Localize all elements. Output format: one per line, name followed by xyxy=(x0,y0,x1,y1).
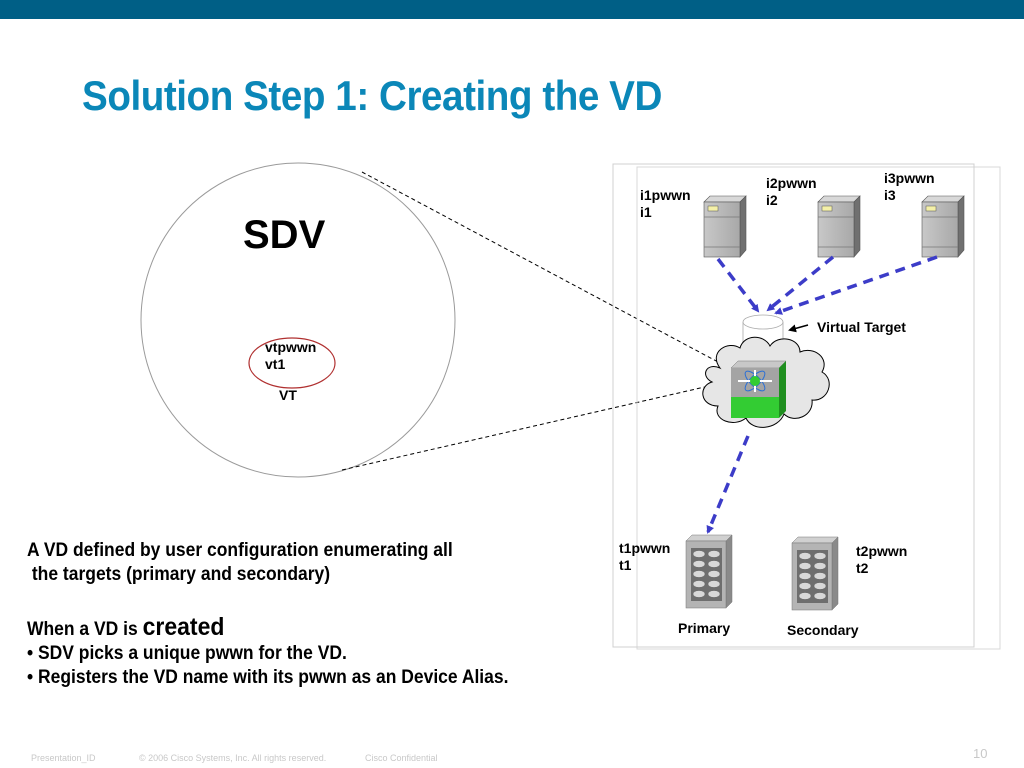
body-text: A VD defined by user configuration enume… xyxy=(27,539,508,690)
body-line-3-emphasis: created xyxy=(142,613,225,641)
fabric-frame-front xyxy=(612,163,975,648)
body-line-2: the targets (primary and secondary) xyxy=(27,564,331,585)
page-number: 10 xyxy=(973,746,988,761)
body-line-1: A VD defined by user configuration enume… xyxy=(27,540,453,561)
target-t1-id: t1 xyxy=(619,557,632,573)
target-t2-id: t2 xyxy=(856,560,869,576)
zoom-line-bottom xyxy=(341,377,745,471)
virtual-target-arrow xyxy=(788,324,809,333)
link-vt-primary xyxy=(706,435,750,534)
target-t1-pwwn: t1pwwn xyxy=(619,540,671,556)
link-i2-vt xyxy=(766,255,835,312)
initiator-i2-id: i2 xyxy=(766,192,778,208)
link-i1-vt xyxy=(716,257,760,313)
vt-label: VT xyxy=(279,387,297,403)
initiator-i3-pwwn: i3pwwn xyxy=(884,170,935,186)
link-i3-vt xyxy=(774,255,938,315)
zoom-line-top xyxy=(361,171,749,379)
footer-presentation-id: Presentation_ID xyxy=(31,753,96,763)
initiator-i1-pwwn: i1pwwn xyxy=(640,187,691,203)
body-line-3-prefix: When a VD is xyxy=(27,619,143,640)
target-t2-pwwn: t2pwwn xyxy=(856,543,908,559)
mds-switch-icon xyxy=(730,360,787,418)
bullet-1: • SDV picks a unique pwwn for the VD. xyxy=(27,643,347,664)
vt-id-label: vt1 xyxy=(265,356,286,372)
virtual-target-label: Virtual Target xyxy=(817,319,906,335)
footer-copyright: © 2006 Cisco Systems, Inc. All rights re… xyxy=(139,753,327,763)
footer-confidential: Cisco Confidential xyxy=(365,753,438,763)
initiator-i1-id: i1 xyxy=(640,204,652,220)
server-icon-i1 xyxy=(703,195,747,258)
bullet-2: • Registers the VD name with its pwwn as… xyxy=(27,667,509,688)
target-primary-label: Primary xyxy=(678,620,731,636)
vt-ellipse xyxy=(248,337,336,389)
slide-title: Solution Step 1: Creating the VD xyxy=(82,72,662,119)
initiator-i3-id: i3 xyxy=(884,187,896,203)
storage-array-icon-primary xyxy=(685,534,733,609)
storage-array-icon-secondary xyxy=(791,536,839,611)
target-secondary-label: Secondary xyxy=(787,622,859,638)
sdv-label: SDV xyxy=(243,213,326,257)
fabric-frame-back xyxy=(636,166,1001,650)
top-accent-bar xyxy=(0,0,1024,19)
initiator-i2-pwwn: i2pwwn xyxy=(766,175,817,191)
body-line-3: When a VD is created xyxy=(27,615,508,642)
server-icon-i3 xyxy=(921,195,965,258)
server-icon-i2 xyxy=(817,195,861,258)
sdv-circle xyxy=(140,162,456,478)
vt-pwwn-label: vtpwwn xyxy=(265,339,317,355)
